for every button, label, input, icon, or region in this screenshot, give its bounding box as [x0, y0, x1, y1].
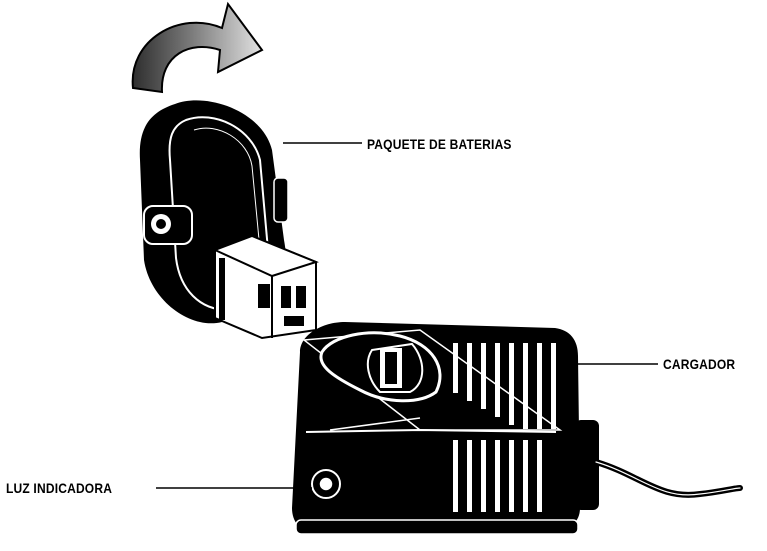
battery-pack-label: PAQUETE DE BATERIAS — [367, 136, 512, 152]
rotation-arrow-icon — [131, 1, 264, 94]
indicator-light-label: LUZ INDICADORA — [6, 480, 113, 496]
charger-label: CARGADOR — [663, 356, 736, 372]
charger — [292, 322, 743, 535]
battery-pack — [139, 100, 319, 340]
